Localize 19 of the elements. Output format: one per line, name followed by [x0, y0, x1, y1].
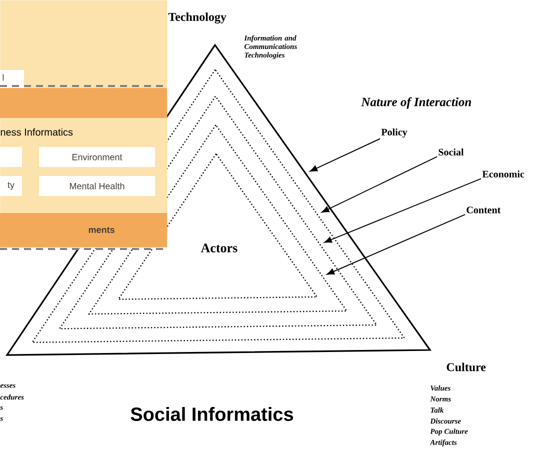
- arrow: [324, 178, 482, 243]
- arrow: [322, 156, 438, 213]
- panel-cell: ty: [0, 176, 22, 196]
- caption: Social Informatics: [130, 407, 294, 421]
- vertex-label: Culture: [446, 362, 486, 372]
- panel-cell: [0, 147, 22, 167]
- section-band: ments: [0, 213, 167, 247]
- section-heading: ness Informatics: [0, 128, 73, 136]
- arrow: [310, 138, 380, 172]
- panel-cell: Mental Health: [39, 176, 155, 196]
- panel-cell: Environment: [39, 147, 155, 167]
- interaction-label: Economic: [482, 170, 524, 178]
- interaction-label: Policy: [381, 128, 408, 138]
- heading: Nature of Interaction: [361, 97, 472, 109]
- vertex-label: Technology: [168, 12, 226, 24]
- arrow: [326, 214, 466, 275]
- interaction-label: Content: [466, 206, 501, 214]
- interaction-label: Social: [438, 148, 464, 156]
- section-band: [0, 88, 167, 118]
